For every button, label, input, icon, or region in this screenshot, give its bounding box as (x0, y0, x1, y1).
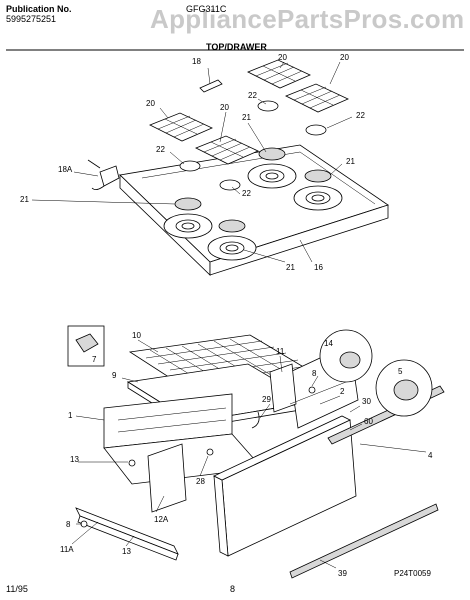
igniter-bracket (99, 165, 120, 187)
callout-10: 10 (132, 331, 141, 340)
callout-20: 20 (220, 103, 229, 112)
callout-22: 22 (248, 91, 257, 100)
control-knob (393, 379, 419, 401)
callout-16: 16 (314, 263, 323, 272)
callout-11a: 11A (60, 545, 74, 554)
callout-8: 8 (66, 520, 71, 529)
callout-21: 21 (346, 157, 355, 166)
callout-11: 11 (276, 347, 285, 356)
screw (206, 448, 214, 456)
watermark-logo: AppliancePartsPros.com (150, 4, 465, 34)
callout-60: 60 (364, 417, 373, 426)
callout-12a: 12A (154, 515, 169, 524)
callout-21: 21 (286, 263, 295, 272)
callout-4: 4 (428, 451, 433, 460)
burner-cap (179, 160, 201, 172)
callout-28: 28 (196, 477, 205, 486)
model-number: GFG311C (186, 4, 227, 14)
spark-module (199, 79, 223, 93)
callout-14: 14 (324, 339, 333, 348)
callout-2: 2 (340, 387, 345, 396)
callout-9: 9 (112, 371, 117, 380)
burner-head (258, 147, 286, 161)
callout-29: 29 (262, 395, 271, 404)
burner-cap (257, 100, 279, 112)
burner-head (218, 219, 246, 233)
callout-22: 22 (356, 111, 365, 120)
drawer-kick-panel (289, 503, 439, 579)
callout-5: 5 (398, 367, 403, 376)
clip-part (75, 333, 99, 353)
callout-39: 39 (338, 569, 347, 578)
drawer-assembly (67, 325, 445, 579)
callout-18a: 18A (58, 165, 73, 174)
burner-cap (219, 179, 241, 191)
cooktop-assembly (31, 59, 389, 276)
callout-13: 13 (70, 455, 79, 464)
callout-1: 1 (68, 411, 73, 420)
publication-label: Publication No. (6, 4, 72, 14)
callout-21: 21 (242, 113, 251, 122)
burner-head (174, 197, 202, 211)
burner-well (207, 235, 257, 261)
publication-number: 5995275251 (6, 14, 57, 24)
callout-22: 22 (156, 145, 165, 154)
callout-22: 22 (242, 189, 251, 198)
burner-cap (305, 124, 327, 136)
burner-grate (247, 59, 311, 89)
callout-7: 7 (92, 355, 97, 364)
callout-20: 20 (278, 53, 287, 62)
callout-21: 21 (20, 195, 29, 204)
control-knob (339, 351, 361, 369)
burner-well (247, 163, 297, 189)
screw (87, 159, 101, 169)
figure-code: P24T0059 (394, 569, 431, 578)
burner-grate (149, 112, 213, 142)
burner-grate (285, 83, 349, 113)
callout-20: 20 (340, 53, 349, 62)
callout-8: 8 (312, 369, 317, 378)
callout-18: 18 (192, 57, 201, 66)
callout-30: 30 (362, 397, 371, 406)
callout-13: 13 (122, 547, 131, 556)
section-title: TOP/DRAWER (206, 42, 267, 52)
screw (128, 459, 136, 467)
spring-clip (251, 411, 260, 429)
bracket (269, 363, 297, 413)
footer-date: 11/95 (6, 584, 28, 594)
screw (308, 386, 316, 394)
burner-head (304, 169, 332, 183)
drawer-rail (147, 443, 187, 513)
footer-page-number: 8 (230, 584, 236, 594)
maintop-side-edge (209, 204, 389, 276)
burner-well (163, 213, 213, 239)
burner-grate (195, 135, 259, 165)
callout-20: 20 (146, 99, 155, 108)
burner-well (293, 185, 343, 211)
